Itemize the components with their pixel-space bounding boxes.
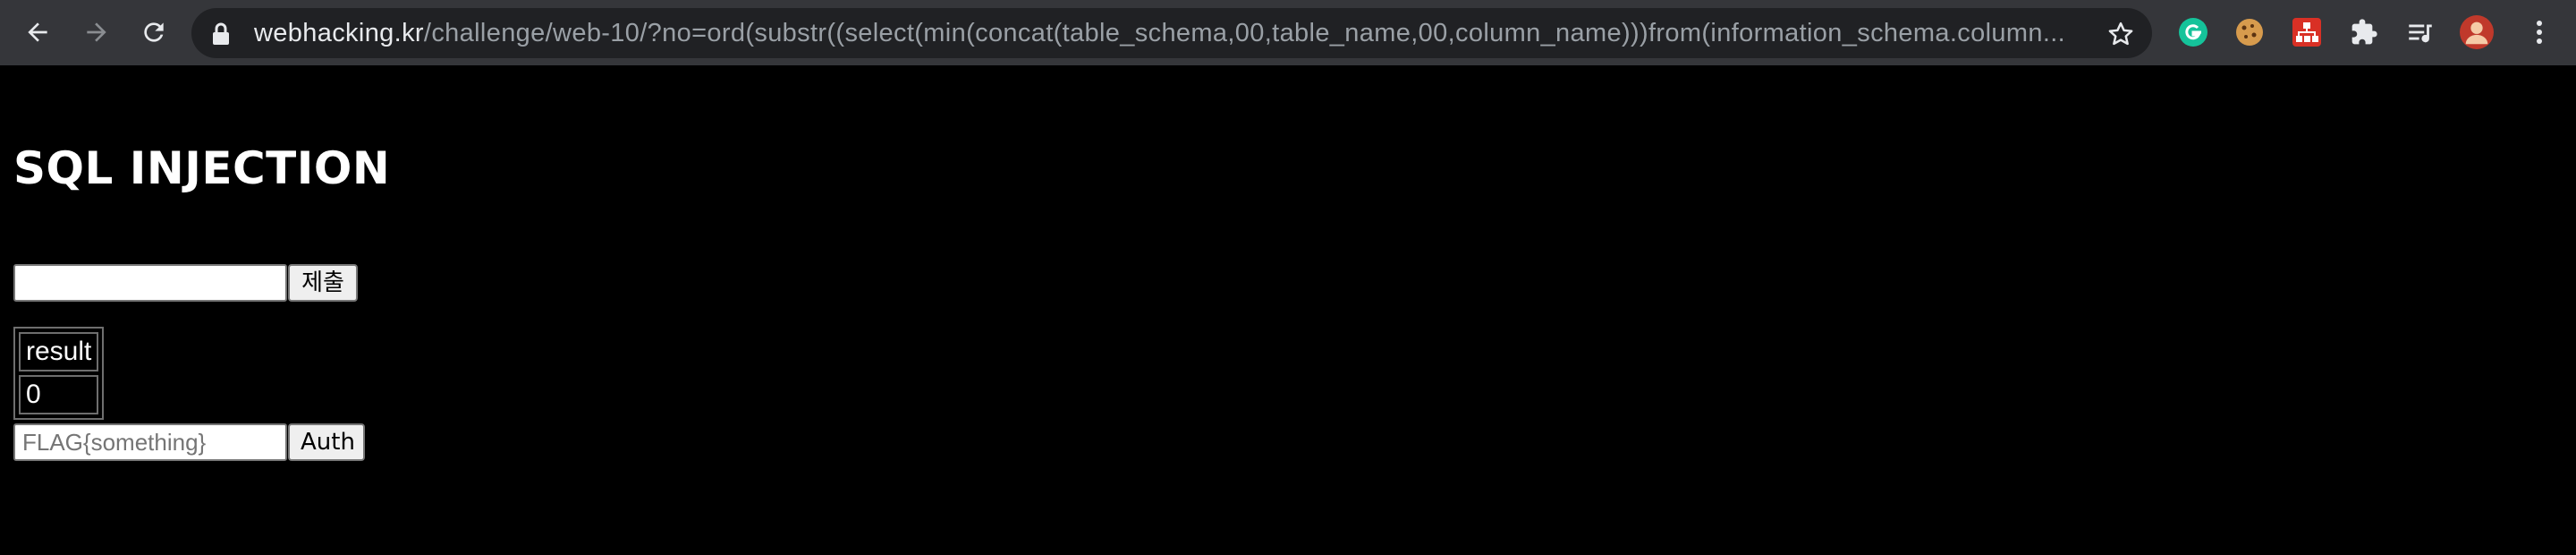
submit-button[interactable]: 제출 [288,264,358,302]
browser-toolbar: webhacking.kr/challenge/web-10/?no=ord(s… [0,0,2576,65]
url-host: webhacking.kr [254,19,424,47]
sitemap-extension-icon[interactable] [2290,15,2324,49]
auth-button[interactable]: Auth [288,423,365,461]
address-bar[interactable]: webhacking.kr/challenge/web-10/?no=ord(s… [191,8,2152,58]
forward-button[interactable] [72,7,122,57]
arrow-left-icon [28,22,47,42]
arrow-right-icon [87,22,106,42]
back-button[interactable] [13,7,63,57]
bookmark-star-icon[interactable] [2107,21,2134,47]
more-menu-icon[interactable] [2522,15,2556,49]
reload-button[interactable] [129,7,179,57]
url-text[interactable]: webhacking.kr/challenge/web-10/?no=ord(s… [254,8,2079,58]
profile-avatar[interactable] [2460,15,2494,49]
grammarly-extension-icon[interactable] [2176,15,2210,49]
table-row: result [19,332,99,371]
lock-icon [213,22,229,45]
url-path: /challenge/web-10/?no=ord(substr((select… [423,19,2066,47]
reload-icon [144,22,164,42]
result-table: result 0 [13,327,105,420]
media-queue-icon[interactable] [2403,15,2437,49]
flag-input[interactable] [13,423,287,461]
result-header: result [19,332,99,371]
query-input[interactable] [13,264,287,302]
puzzle-extensions-icon[interactable] [2347,15,2381,49]
result-value: 0 [19,375,99,414]
table-row: 0 [19,375,99,414]
page-title: SQL INJECTION [13,142,391,194]
cookie-extension-icon[interactable] [2233,15,2267,49]
